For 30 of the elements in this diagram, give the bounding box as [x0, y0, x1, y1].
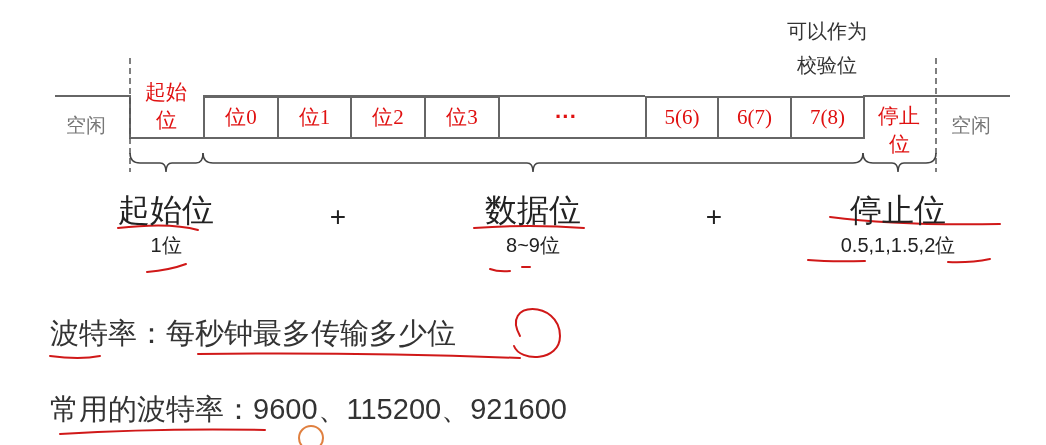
bit-label: 6(7) [737, 103, 772, 131]
start-bit-label: 起始位 [144, 79, 188, 133]
data-bit-box [790, 96, 865, 139]
data-bit-box [350, 96, 426, 139]
definition-line: 波特率：每秒钟最多传输多少位 [50, 316, 456, 351]
plus-sign: + [329, 200, 347, 234]
definition-line: 常用的波特率：9600、115200、921600 [50, 392, 567, 427]
bit-label: 7(8) [810, 103, 845, 131]
frame-part-heading: 起始位 [118, 191, 214, 230]
bit-label: 5(6) [664, 103, 700, 131]
plus-sign: + [705, 200, 723, 234]
data-bit-box [645, 96, 719, 139]
stop-bit-label: 停止位 [877, 103, 921, 157]
annotation-note: 可以作为校验位 [786, 19, 868, 78]
idle-label: 空闲 [951, 113, 991, 138]
bit-label: 位0 [225, 103, 257, 131]
idle-label: 空闲 [66, 113, 106, 138]
bit-label: 位1 [298, 103, 331, 131]
data-bit-box [424, 96, 500, 139]
data-bit-box [203, 96, 279, 139]
bit-count: 0.5,1,1.5,2位 [840, 233, 956, 258]
data-bit-box [717, 96, 792, 139]
frame-part-heading: 停止位 [850, 191, 946, 230]
bit-count: 8~9位 [506, 233, 560, 258]
ellipsis: ··· [555, 103, 577, 131]
bit-label: 位3 [446, 103, 478, 131]
data-bit-box [277, 96, 352, 139]
frame-part-heading: 数据位 [485, 191, 581, 230]
bit-label: 位2 [372, 103, 404, 131]
bit-count: 1位 [150, 233, 182, 258]
